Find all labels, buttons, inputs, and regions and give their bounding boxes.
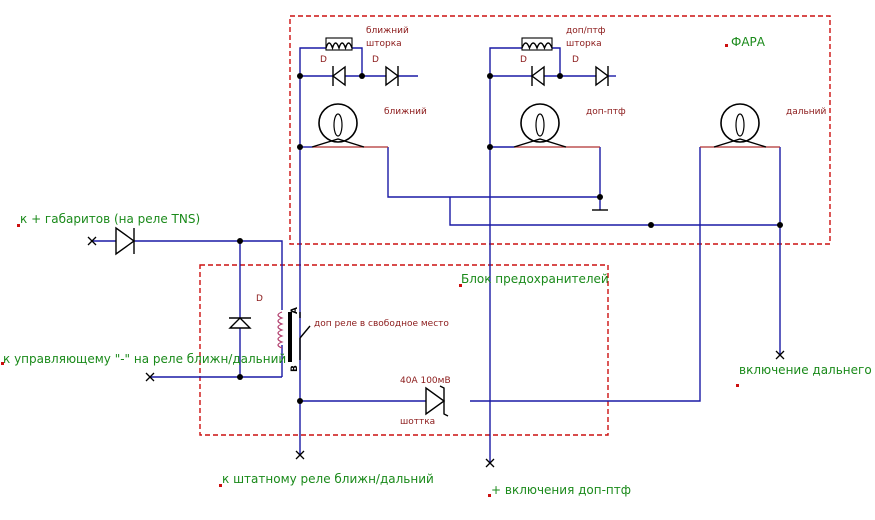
fuse-block-label: Блок предохранителей: [461, 272, 609, 286]
stock-relay-label: к штатному реле ближн/дальний: [222, 472, 434, 486]
extra-relay-label: доп реле в свободное место: [314, 319, 449, 329]
side-lights-label: к + габаритов (на реле TNS): [20, 212, 200, 226]
diode-2: [385, 65, 400, 87]
diode-4-label: D: [572, 55, 579, 65]
schottky-name-label: шоттка: [400, 417, 435, 427]
schottky-rating-label: 40A 100мВ: [400, 376, 451, 386]
high-beam-lamp: [713, 103, 767, 148]
headlight-label: ФАРА: [731, 35, 766, 49]
relay-diode: [228, 317, 252, 329]
relay-pin-b: B: [290, 365, 300, 372]
low-shutter-coil: [325, 37, 353, 51]
diode-4: [595, 65, 610, 87]
control-minus-label: к управляющему "-" на реле ближн/дальний: [3, 352, 286, 366]
aux-enable-label: + включения доп-птф: [491, 483, 631, 497]
aux-lamp-label: доп-птф: [586, 107, 626, 117]
low-beam-lamp: [311, 103, 365, 148]
diode-2-label: D: [372, 55, 379, 65]
aux-fog-lamp: [513, 103, 567, 148]
relay-pin-a: A: [290, 307, 300, 314]
diode-3: [530, 65, 545, 87]
diode-1-label: D: [320, 55, 327, 65]
aux-shutter-label-1: доп/птф: [566, 26, 606, 36]
extra-relay: [277, 311, 311, 362]
label-anchors: [1, 44, 739, 497]
connector-ends: [87, 236, 785, 468]
low-shutter-label-1: ближний: [366, 26, 409, 36]
low-shutter-label-2: шторка: [366, 39, 402, 49]
schottky-diode: [425, 385, 449, 417]
high-enable-label: включение дальнего: [739, 363, 872, 377]
relay-diode-label: D: [256, 294, 263, 304]
high-lamp-label: дальний: [786, 107, 827, 117]
low-lamp-label: ближний: [384, 107, 427, 117]
aux-shutter-label-2: шторка: [566, 39, 602, 49]
diode-1: [331, 65, 346, 87]
wires: [92, 47, 781, 463]
diode-3-label: D: [520, 55, 527, 65]
junction-nodes: [237, 73, 783, 404]
fuse-block: [199, 264, 609, 436]
input-diode: [115, 226, 136, 256]
aux-shutter-coil: [521, 37, 553, 51]
